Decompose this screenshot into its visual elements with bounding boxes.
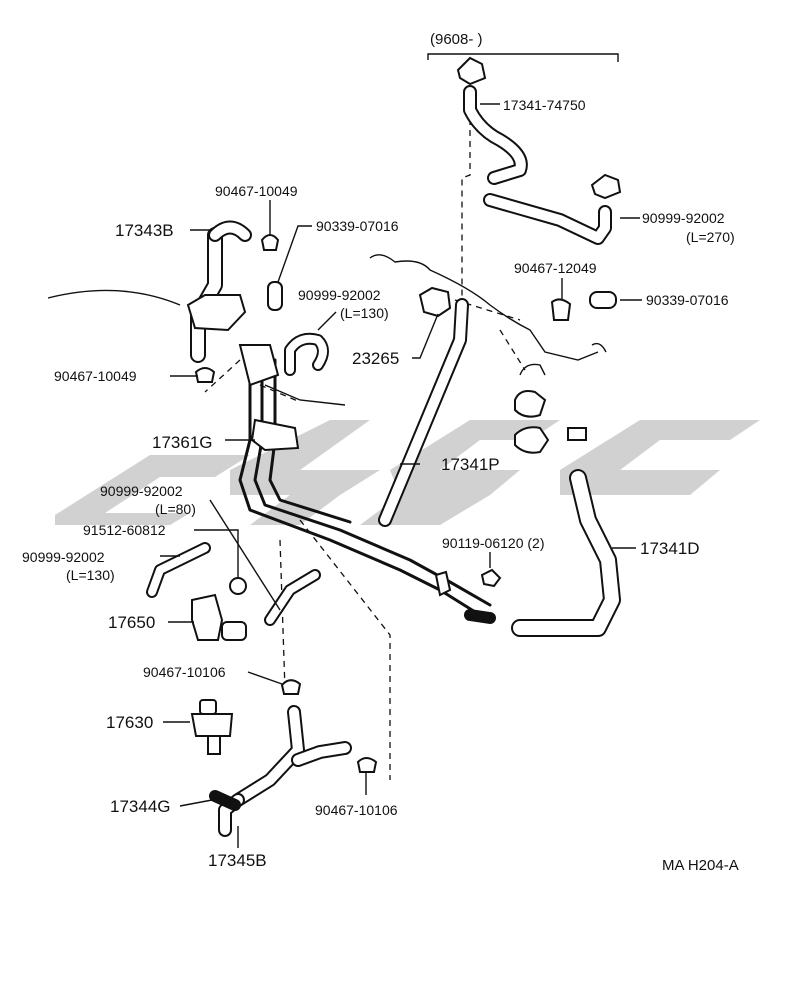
hose-17341D xyxy=(511,469,621,637)
label-17341-74750: 17341-74750 xyxy=(503,97,586,113)
label-90467-10106-b: 90467-10106 xyxy=(315,802,398,818)
bracket-mount xyxy=(434,570,452,597)
label-90999-92002-130-top: 90999-92002 xyxy=(298,287,381,303)
clamp-90467-10049-left xyxy=(194,367,216,383)
engine-outline xyxy=(47,254,607,454)
hose-end-17341D xyxy=(464,609,496,624)
clamp-90467-10106-a xyxy=(280,679,302,695)
label-17344G: 17344G xyxy=(110,797,171,816)
label-length-130-top: (L=130) xyxy=(340,305,389,321)
label-length-80: (L=80) xyxy=(155,501,196,517)
bolt-91512-60812 xyxy=(229,577,247,595)
clamp-90467-12049 xyxy=(550,298,572,321)
label-91512-60812: 91512-60812 xyxy=(83,522,166,538)
label-17343B: 17343B xyxy=(115,221,174,240)
hose-17344G xyxy=(209,790,241,811)
clamp-90467-10049-top xyxy=(260,234,280,251)
hose-17345B xyxy=(218,705,352,837)
label-length-130-left: (L=130) xyxy=(66,567,115,583)
watermark-logo xyxy=(55,420,760,525)
variant-bracket xyxy=(427,53,619,62)
label-17650: 17650 xyxy=(108,613,155,632)
label-23265: 23265 xyxy=(352,349,399,368)
hose-17341-74750 xyxy=(456,56,528,185)
valve-17343B xyxy=(186,220,252,363)
label-90119-06120: 90119-06120 (2) xyxy=(442,535,544,551)
label-90467-12049: 90467-12049 xyxy=(514,260,597,276)
label-90467-10049-left: 90467-10049 xyxy=(54,368,137,384)
hose-piece-90339-07016-left xyxy=(267,281,283,311)
label-90467-10049-top: 90467-10049 xyxy=(215,183,298,199)
label-90999-92002-270: 90999-92002 xyxy=(642,210,725,226)
label-90999-92002-80: 90999-92002 xyxy=(100,483,183,499)
label-17341D: 17341D xyxy=(640,539,700,558)
bolt-90119-06120 xyxy=(480,568,502,588)
label-90999-92002-130-left: 90999-92002 xyxy=(22,549,105,565)
filter-23265 xyxy=(418,286,452,318)
label-90467-10106-a: 90467-10106 xyxy=(143,664,226,680)
label-17341P: 17341P xyxy=(441,455,500,474)
label-17630: 17630 xyxy=(106,713,153,732)
hose-90999-92002-L270 xyxy=(483,173,622,245)
vsv-17650 xyxy=(191,593,247,641)
label-90339-07016-right: 90339-07016 xyxy=(646,292,729,308)
hose-17341P xyxy=(378,298,469,527)
valve-17630 xyxy=(190,699,234,755)
label-17345B: 17345B xyxy=(208,851,267,870)
variant-label: (9608- ) xyxy=(430,31,483,48)
label-length-270: (L=270) xyxy=(686,229,735,245)
label-90339-07016-left: 90339-07016 xyxy=(316,218,399,234)
reference-lines xyxy=(204,108,526,780)
hose-piece-90339-07016-right xyxy=(589,291,617,309)
label-17361G: 17361G xyxy=(152,433,213,452)
figure-code: MA H204-A xyxy=(662,857,739,874)
clamp-90467-10106-b xyxy=(356,757,378,773)
leader-lines xyxy=(160,103,642,848)
